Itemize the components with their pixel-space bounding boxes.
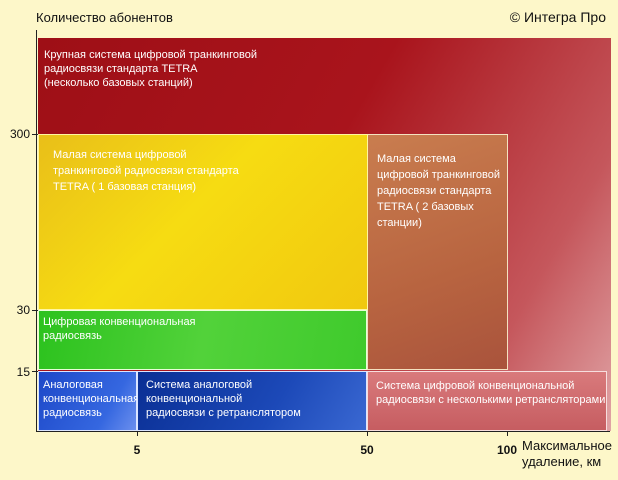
y-axis-label: Количество абонентов (36, 10, 173, 25)
region-analog-repeater-line3: радиосвязи с ретранслятором (146, 407, 301, 419)
region-digital-repeaters-label: Система цифровой конвенциональной радиос… (376, 379, 605, 407)
region-digital-conventional-line2: радиосвязь (43, 330, 102, 342)
region-analog-conventional-label: Аналоговая конвенциональная радиосвязь (43, 378, 139, 420)
region-large-tetra-line3: (несколько базовых станций) (44, 77, 193, 89)
region-analog-conventional-line1: Аналоговая (43, 379, 103, 391)
region-small-tetra-2-line4: TETRA ( 2 базовых (377, 201, 474, 213)
region-analog-conventional-line2: конвенциональная (43, 393, 140, 405)
region-small-tetra-1-line3: TETRA ( 1 базовая станция) (53, 181, 196, 193)
region-small-tetra-1-line2: транкинговой радиосвязи стандарта (53, 165, 239, 177)
region-small-tetra-2-line1: Малая система (377, 153, 456, 165)
region-small-tetra-1-line1: Малая система цифровой (53, 149, 187, 161)
x-axis-label-line2: удаление, км (522, 454, 602, 469)
y-tick-300: 300 (9, 127, 30, 141)
region-large-tetra-label: Крупная система цифровой транкинговой ра… (44, 48, 257, 90)
y-axis-line (36, 30, 37, 432)
x-axis-line (36, 431, 610, 432)
region-analog-repeater-label: Система аналоговой конвенциональной ради… (146, 378, 301, 420)
region-small-tetra-2: Малая система цифровой транкинговой ради… (367, 134, 508, 370)
copyright-text: © Интегра Про (509, 9, 606, 25)
region-small-tetra-2-label: Малая система цифровой транкинговой ради… (377, 151, 500, 231)
region-digital-repeaters: Система цифровой конвенциональной радиос… (367, 371, 607, 431)
region-digital-repeaters-line1: Система цифровой конвенциональной (376, 380, 575, 392)
region-analog-repeater-line2: конвенциональной (146, 393, 243, 405)
x-tick-5: 5 (133, 443, 141, 457)
y-tick-15: 15 (16, 365, 30, 379)
region-digital-conventional: Цифровая конвенциональная радиосвязь (38, 310, 367, 370)
region-analog-repeater: Система аналоговой конвенциональной ради… (137, 371, 367, 431)
region-small-tetra-1-label: Малая система цифровой транкинговой ради… (53, 147, 239, 195)
region-small-tetra-2-line3: радиосвязи стандарта (377, 185, 492, 197)
y-tick-mark-15 (32, 371, 38, 372)
region-small-tetra-2-line2: цифровой транкинговой (377, 169, 501, 181)
y-tick-30: 30 (16, 303, 30, 317)
region-analog-repeater-line1: Система аналоговой (146, 379, 253, 391)
region-digital-conventional-line1: Цифровая конвенциональная (43, 316, 196, 328)
region-digital-repeaters-line2: радиосвязи с несколькими ретрансляторами (376, 394, 606, 406)
region-analog-conventional: Аналоговая конвенциональная радиосвязь (38, 371, 139, 431)
x-tick-mark-50 (367, 431, 368, 436)
x-tick-mark-100 (507, 431, 508, 436)
x-tick-50: 50 (360, 443, 374, 457)
region-digital-conventional-label: Цифровая конвенциональная радиосвязь (43, 315, 196, 343)
x-axis-label-line1: Максимальное (522, 438, 612, 453)
y-tick-mark-30 (32, 310, 38, 311)
region-large-tetra-line1: Крупная система цифровой транкинговой (44, 49, 257, 61)
region-small-tetra-1: Малая система цифровой транкинговой ради… (38, 134, 368, 310)
y-tick-mark-300 (32, 134, 38, 135)
region-small-tetra-2-line5: станции) (377, 217, 422, 229)
region-large-tetra-line2: радиосвязи стандарта TETRA (44, 63, 198, 75)
x-axis-label: Максимальное удаление, км (522, 438, 614, 470)
x-tick-mark-5 (137, 431, 138, 436)
region-analog-conventional-line3: радиосвязь (43, 407, 102, 419)
x-tick-100: 100 (496, 443, 518, 457)
